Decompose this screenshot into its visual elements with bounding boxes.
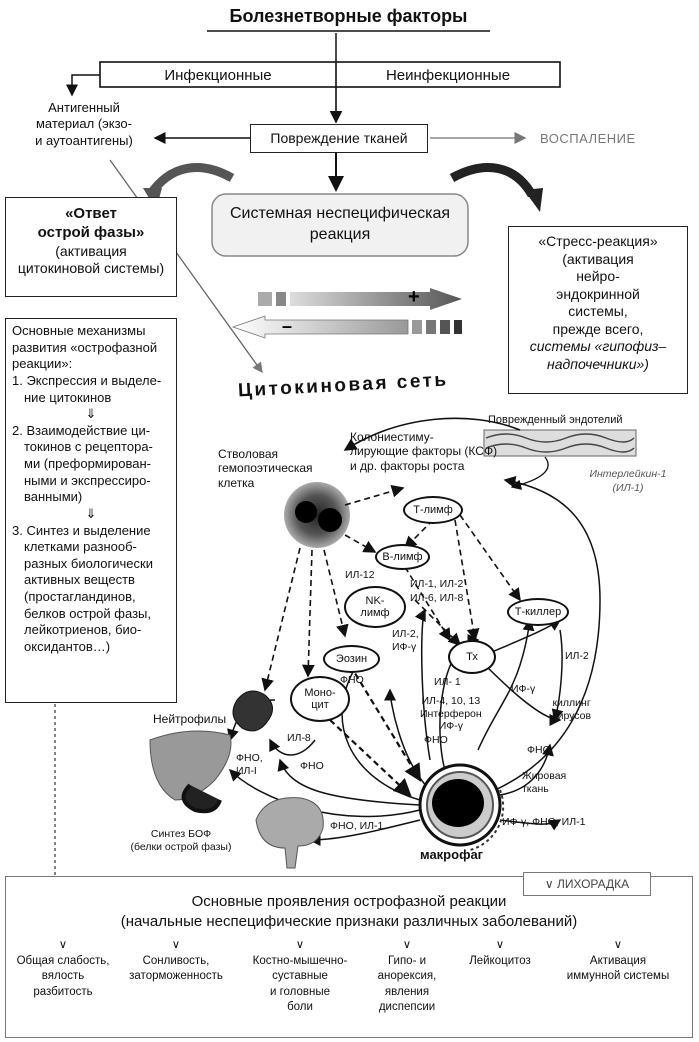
- fno-il1-brain-label: ФНО, ИЛ-1: [330, 820, 384, 832]
- endothelium-label: Поврежденный эндотелий: [488, 414, 623, 426]
- killing-viruses-label: киллинг вирусов: [552, 697, 592, 723]
- manifestation-anorexia: ∨ Гипо- и анорексия, явления диспепсии: [362, 938, 452, 1016]
- monocyte-cell: Моно-цит: [290, 676, 350, 722]
- manifestation-weakness: ∨ Общая слабость, вялость разбитость: [8, 938, 118, 1000]
- antigen-material: Антигенный материал (экзо- и аутоантиген…: [35, 100, 133, 148]
- infectious-factors: Инфекционные: [164, 67, 272, 84]
- check-icon: ∨: [613, 939, 623, 951]
- acute-phase-box: «Ответ острой фазы» (активация цитокинов…: [5, 197, 177, 297]
- bof-synthesis-label: Синтез БОФ (белки острой фазы): [130, 828, 232, 854]
- csf-label: Колониестиму- лирующие факторы (КСФ) и д…: [350, 430, 498, 473]
- check-icon: ∨: [295, 939, 305, 951]
- check-icon: ∨: [544, 877, 554, 891]
- il8-label: ИЛ-8: [287, 732, 311, 744]
- t-lymph-cell: Т-лимф: [403, 496, 463, 524]
- t-killer-cell: Т-киллер: [507, 598, 569, 626]
- il2-if-label: ИЛ-2, ИФ-γ: [392, 628, 419, 653]
- fno-mono-label: ФНО: [300, 760, 324, 772]
- il6-il8-label: ИЛ-6, ИЛ-8: [410, 592, 464, 604]
- check-icon: ∨: [171, 939, 181, 951]
- systemic-reaction: Системная неспецифическая реакция: [229, 205, 451, 243]
- il12-label: ИЛ-12: [345, 569, 375, 581]
- b-lymph-cell: В-лимф: [375, 544, 430, 570]
- page-title: Болезнетворные факторы: [229, 6, 468, 26]
- manifestation-immune: ∨ Активация иммунной системы: [550, 938, 686, 985]
- il4-interferon-label: ИЛ-4, 10, 13 Интерферон ИФ-γ: [420, 695, 482, 733]
- stem-cell-label: Стволовая гемопоэтическая клетка: [218, 447, 313, 490]
- stress-reaction-box: «Стресс-реакция» (активация нейро- эндок…: [508, 226, 688, 394]
- check-icon: ∨: [402, 939, 412, 951]
- il1-label: Интерлейкин-1 (ИЛ-1): [589, 468, 667, 494]
- inflammation-label: ВОСПАЛЕНИЕ: [540, 131, 636, 146]
- fno-il1-liver-label: ФНО, ИЛ-I: [236, 752, 263, 777]
- il2-label: ИЛ-2: [565, 650, 589, 662]
- fno-macro-label: ФНО: [424, 734, 448, 746]
- eosin-cell: Эозин: [323, 645, 380, 673]
- neutrophils-label: Нейтрофилы: [153, 712, 227, 726]
- down-arrow-icon: ⇓: [85, 505, 97, 521]
- il1-small-label: ИЛ- 1: [434, 676, 461, 688]
- ifg-label: ИФ-γ: [511, 683, 536, 695]
- manifestations-box: [5, 876, 693, 1038]
- minus-sign: –: [282, 316, 293, 336]
- nk-lymph-cell: NK-лимф: [344, 586, 406, 628]
- manifestation-pain: ∨ Костно-мышечно- суставные и головные б…: [244, 938, 356, 1016]
- check-icon: ∨: [495, 939, 505, 951]
- fno-eosin-label: ФНО: [340, 674, 364, 686]
- if-fno-il1-label: ИФ-γ, ФНО, ИЛ-1: [502, 816, 586, 828]
- fever-badge: ∨ ЛИХОРАДКА: [523, 872, 651, 896]
- manifestations-title: Основные проявления острофазной реакции …: [120, 893, 578, 930]
- tissue-damage-box: Повреждение тканей: [250, 124, 428, 153]
- check-icon: ∨: [58, 939, 68, 951]
- tx-cell: Тх: [448, 640, 496, 674]
- manifestation-leukocytosis: ∨ Лейкоцитоз: [455, 938, 545, 969]
- il1-il2-label: ИЛ-1, ИЛ-2: [410, 578, 464, 590]
- manifestation-sleepiness: ∨ Сонливость, заторможенность: [120, 938, 232, 985]
- macrophage-label: макрофаг: [420, 847, 484, 862]
- fno-right-label: ФНО: [527, 744, 551, 756]
- plus-sign: +: [408, 286, 420, 308]
- down-arrow-icon: ⇓: [85, 406, 97, 422]
- noninfectious-factors: Неинфекционные: [385, 67, 511, 84]
- fat-tissue-label: Жировая ткань: [522, 770, 567, 795]
- mechanisms-box: Основные механизмы развития «острофазной…: [5, 318, 177, 703]
